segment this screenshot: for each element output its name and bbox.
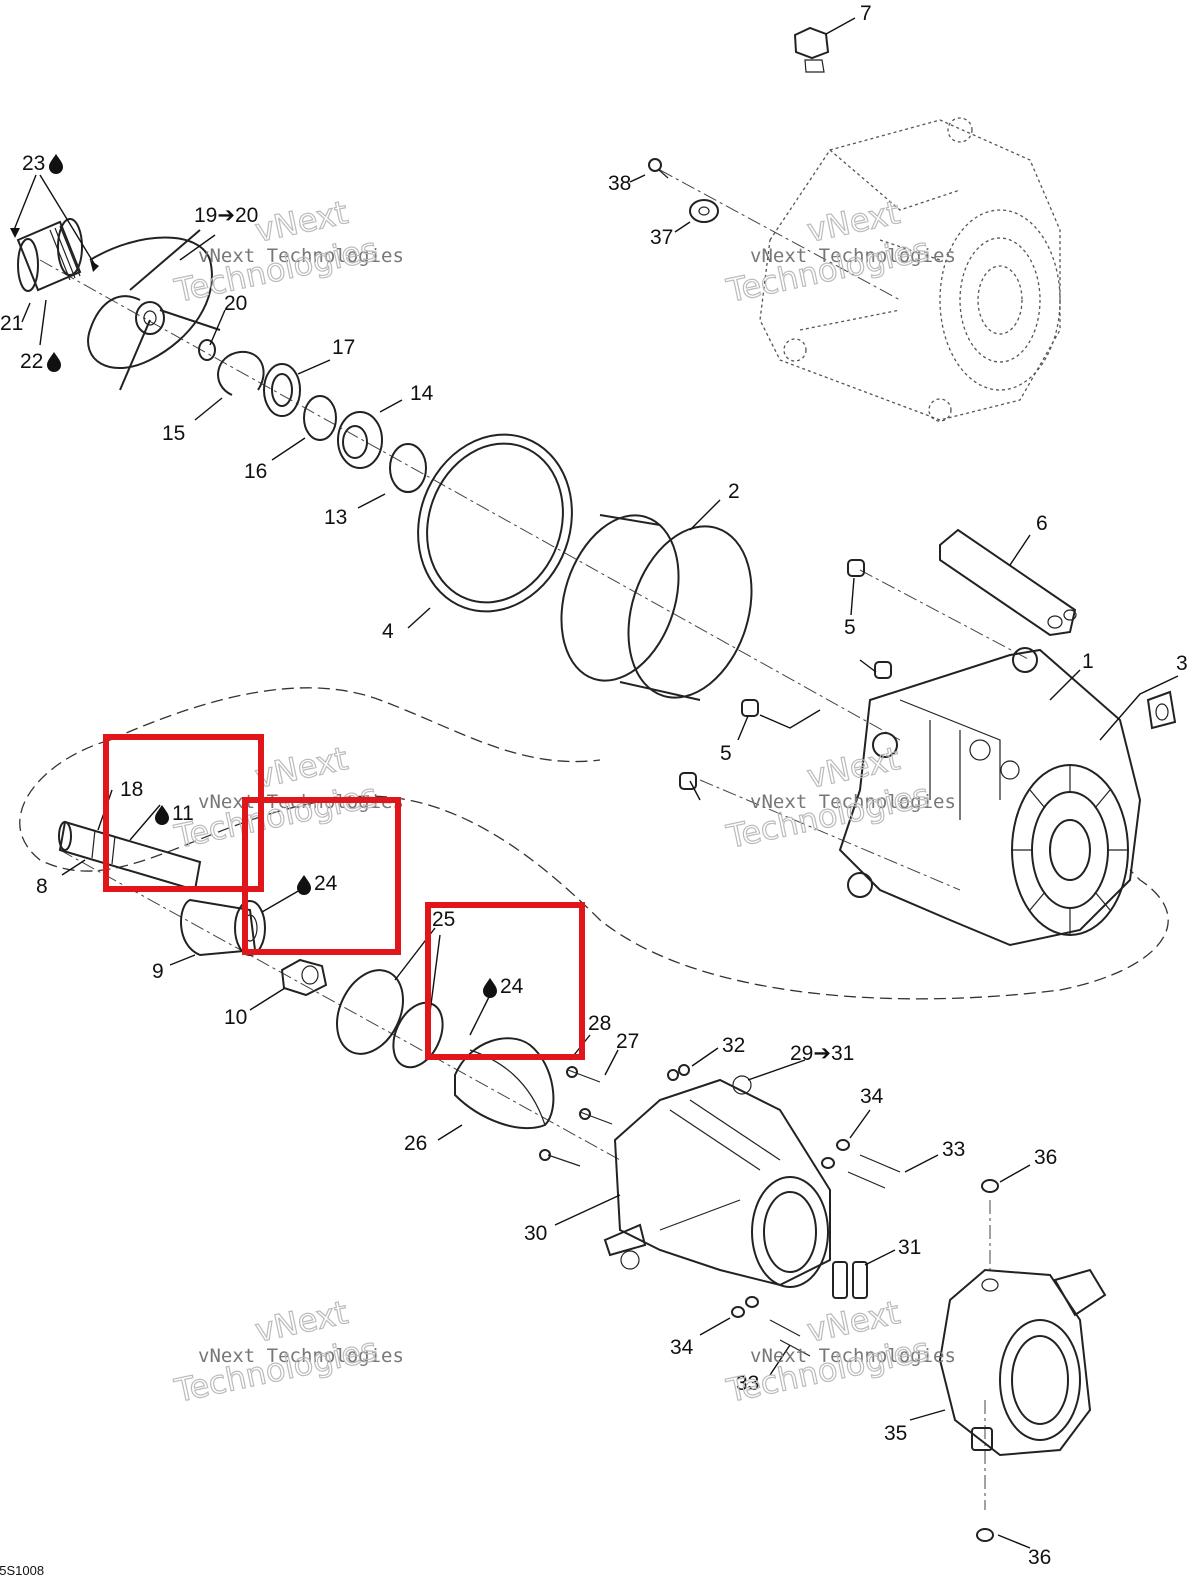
highlight-box-2 xyxy=(242,797,401,955)
part-3-spacer xyxy=(1146,690,1177,730)
callout-13: 13 xyxy=(324,506,347,529)
part-27-28-screws xyxy=(539,1066,613,1167)
highlight-box-1 xyxy=(103,734,264,892)
part-17-seal xyxy=(263,363,301,417)
watermark-6: vNext vNext Technologies Technologies xyxy=(722,1293,956,1411)
part-6-support xyxy=(939,528,1077,637)
watermark-2: vNext vNext Technologies Technologies xyxy=(722,193,956,311)
part-15-circlip xyxy=(217,350,265,396)
callout-34b: 34 xyxy=(670,1336,694,1359)
callout-37: 37 xyxy=(650,226,673,249)
callout-15: 15 xyxy=(162,422,185,445)
part-13-oring xyxy=(389,443,427,493)
lubricant-drop-icon xyxy=(483,978,497,998)
part-7-plug xyxy=(793,17,856,73)
callout-9: 9 xyxy=(152,960,164,983)
part-19-impeller xyxy=(87,229,221,391)
callout-7: 7 xyxy=(860,2,872,25)
callout-24a: 24 xyxy=(314,872,338,895)
callout-1: 1 xyxy=(1082,650,1094,673)
callout-29: 29➔31 xyxy=(790,1042,854,1065)
callout-27: 27 xyxy=(616,1030,639,1053)
diagram-code: 35S1008 xyxy=(0,1563,44,1578)
callout-16: 16 xyxy=(244,460,267,483)
part-36-screws xyxy=(976,1179,999,1542)
part-35-nozzle xyxy=(938,1268,1107,1457)
callout-31: 31 xyxy=(898,1236,921,1259)
callout-24a-group: 24 xyxy=(297,872,338,895)
part-1-pump-housing xyxy=(838,647,1142,947)
callout-22-group: 22 xyxy=(20,350,61,373)
callout-17: 17 xyxy=(332,336,355,359)
part-9-bearing xyxy=(180,898,266,957)
callout-34a: 34 xyxy=(860,1085,884,1108)
callout-36a: 36 xyxy=(1034,1146,1057,1169)
part-20-ring xyxy=(198,339,216,361)
svg-text:vNext Technologies: vNext Technologies xyxy=(750,1345,956,1367)
ghost-drive-housing xyxy=(759,117,1061,422)
callout-8: 8 xyxy=(36,875,48,898)
highlight-boxes xyxy=(103,734,585,1060)
part-30-venturi xyxy=(603,1075,831,1288)
callout-2: 2 xyxy=(728,480,740,503)
part-25-orings xyxy=(336,969,444,1069)
callout-11: 11 xyxy=(172,802,194,825)
callout-25: 25 xyxy=(432,908,455,931)
callout-24b: 24 xyxy=(500,975,524,998)
callout-19: 19➔20 xyxy=(194,204,258,227)
callout-5b: 5 xyxy=(720,742,732,765)
callout-33b: 33 xyxy=(736,1372,759,1395)
callout-24b-group: 24 xyxy=(483,975,524,998)
lubricant-drop-icon xyxy=(49,154,63,174)
callout-3: 3 xyxy=(1176,652,1188,675)
part-14-bearing xyxy=(337,411,383,469)
lubricant-drop-icon xyxy=(47,352,61,372)
lubricant-drop-icon xyxy=(155,805,169,825)
callout-35: 35 xyxy=(884,1422,907,1445)
part-4-wear-ring xyxy=(417,433,573,613)
callout-11-group: 11 xyxy=(155,802,194,825)
lubricant-drop-icon xyxy=(297,875,311,895)
part-16-oring xyxy=(303,395,337,441)
callout-6: 6 xyxy=(1036,512,1048,535)
part-5-bushings xyxy=(679,559,892,790)
callout-32: 32 xyxy=(722,1034,745,1057)
part-31-pins xyxy=(832,1261,868,1299)
part-10-nut xyxy=(280,958,328,997)
part-38-screw xyxy=(629,158,669,183)
svg-text:vNext Technologies: vNext Technologies xyxy=(198,245,404,267)
callout-14: 14 xyxy=(410,382,434,405)
callout-5a: 5 xyxy=(844,616,856,639)
callout-26: 26 xyxy=(404,1132,427,1155)
part-21-22-sleeve xyxy=(16,218,83,292)
part-26-cone xyxy=(454,1037,555,1130)
svg-text:vNext Technologies: vNext Technologies xyxy=(750,245,956,267)
callout-20: 20 xyxy=(224,292,247,315)
leader-lines xyxy=(10,174,1179,1549)
callout-21: 21 xyxy=(0,312,23,335)
callout-36b: 36 xyxy=(1028,1546,1051,1569)
part-33-34-fasteners xyxy=(667,1064,901,1357)
part-2-liner xyxy=(560,514,753,701)
callout-18: 18 xyxy=(120,778,143,801)
callout-28: 28 xyxy=(588,1012,611,1035)
callout-23-group: 23 xyxy=(22,152,63,175)
assembly-boundary xyxy=(19,687,1169,1000)
callout-22: 22 xyxy=(20,350,43,373)
svg-text:vNext Technologies: vNext Technologies xyxy=(750,791,956,813)
part-37-bushing xyxy=(674,199,719,233)
callout-38: 38 xyxy=(608,172,631,195)
callout-4: 4 xyxy=(382,620,394,643)
highlight-box-3 xyxy=(425,902,585,1060)
watermark-5: vNext vNext Technologies Technologies xyxy=(170,1293,404,1411)
callout-23: 23 xyxy=(22,152,45,175)
svg-text:vNext Technologies: vNext Technologies xyxy=(198,1345,404,1367)
callout-33a: 33 xyxy=(942,1138,965,1161)
callout-30: 30 xyxy=(524,1222,547,1245)
callout-10: 10 xyxy=(224,1006,247,1029)
